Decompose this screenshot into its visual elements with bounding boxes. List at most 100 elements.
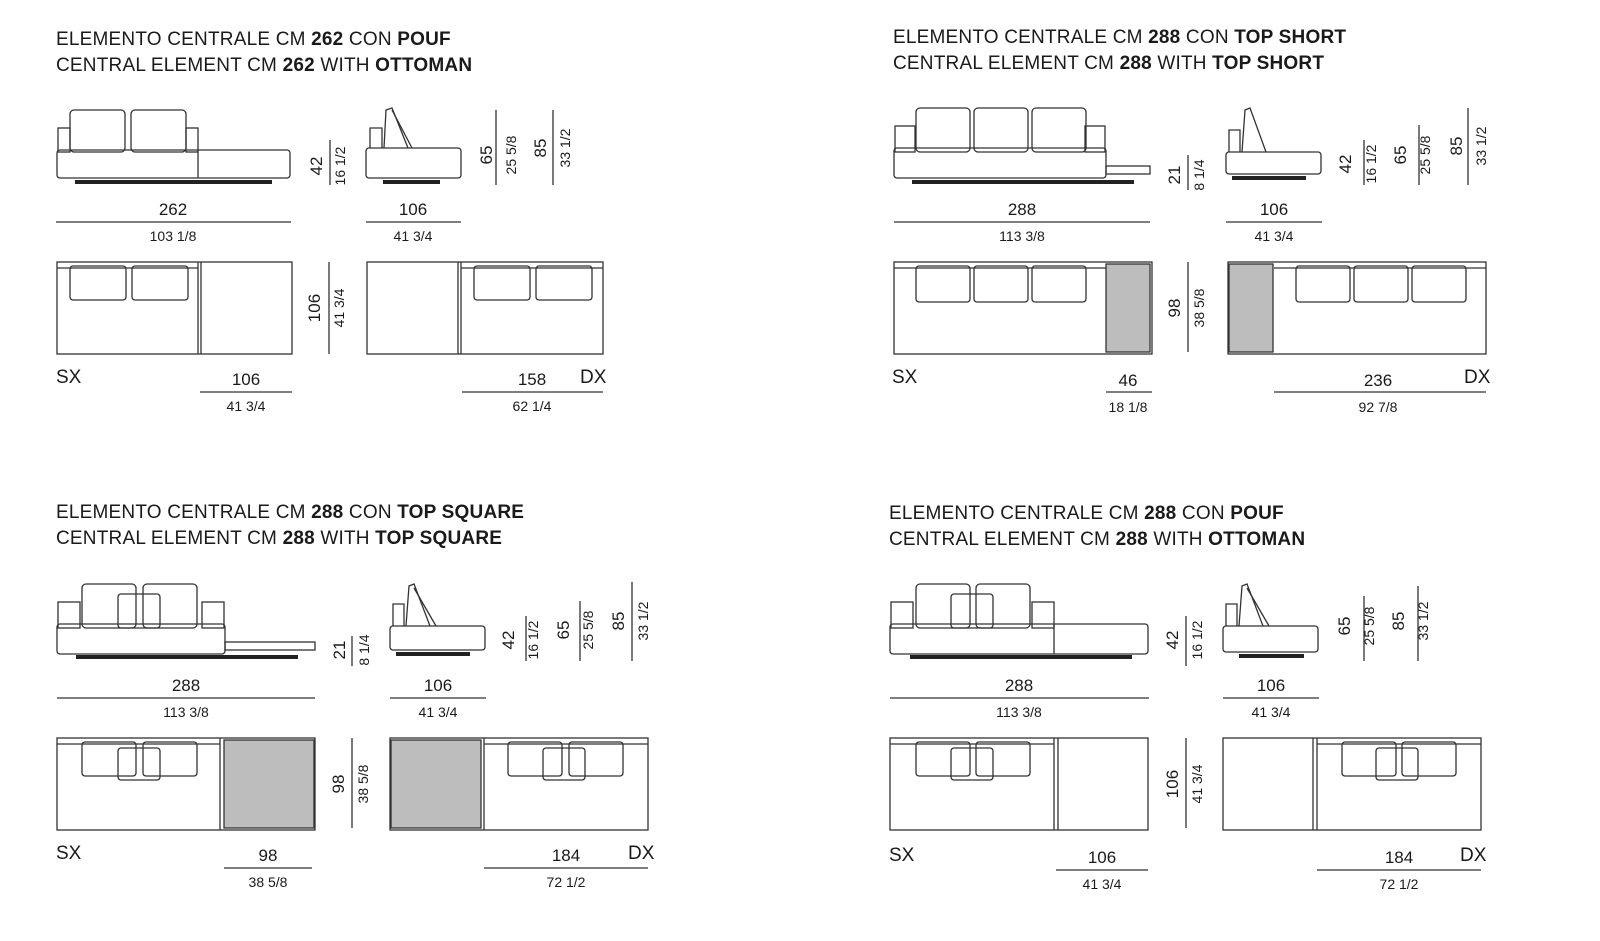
side-elevation-sofa — [1225, 107, 1322, 180]
side-height-b-in: 33 1/2 — [1415, 601, 1431, 640]
front-elevation-sofa — [893, 107, 1151, 184]
side-height-c-in: 16 1/2 — [525, 620, 541, 659]
panel-title-italian: ELEMENTO CENTRALE CM 288 CON TOP SQUARE — [56, 502, 525, 523]
front-elevation-sofa — [56, 583, 316, 659]
side-width-in: 41 3/4 — [419, 704, 458, 720]
left-version-label: SX — [56, 843, 82, 864]
plan-view-left — [56, 737, 316, 831]
left-dim-in: 18 1/8 — [1109, 399, 1148, 415]
right-version-label: DX — [1460, 845, 1487, 866]
top-width-in: 113 3/8 — [999, 228, 1045, 244]
side-height-a-in: 25 5/8 — [1417, 135, 1433, 174]
panel-title-english: CENTRAL ELEMENT CM 288 WITH TOP SHORT — [893, 53, 1325, 74]
top-height-in: 16 1/2 — [332, 146, 348, 185]
right-dim-cm: 158 — [518, 370, 546, 389]
plan-view-left — [56, 261, 293, 355]
side-height-a-cm: 65 — [1391, 146, 1410, 165]
plan-depth-in: 41 3/4 — [331, 288, 347, 327]
right-dim-cm: 184 — [552, 846, 580, 865]
top-width-cm: 262 — [159, 200, 187, 219]
panel-title-english: CENTRAL ELEMENT CM 288 WITH TOP SQUARE — [56, 528, 503, 549]
top-width-in: 113 3/8 — [163, 704, 209, 720]
top-width-cm: 288 — [172, 676, 200, 695]
panel-central-288-pouf: ELEMENTO CENTRALE CM 288 CON POUF CENTRA… — [834, 476, 1600, 926]
right-version-label: DX — [628, 843, 655, 864]
side-height-b-cm: 85 — [609, 612, 628, 631]
right-version-label: DX — [1464, 367, 1491, 388]
plan-view-right — [1222, 737, 1482, 831]
left-dim-cm: 98 — [259, 846, 278, 865]
top-height-cm: 42 — [1163, 631, 1182, 650]
panel-drawing: 262 103 1/8 106 41 3/4 42 16 1/2 65 25 5… — [56, 107, 607, 414]
plan-view-right — [1227, 261, 1487, 355]
panel-central-288-top-square: ELEMENTO CENTRALE CM 288 CON TOP SQUARE … — [0, 476, 780, 926]
right-dim-in: 72 1/2 — [547, 874, 586, 890]
panel-title-italian: ELEMENTO CENTRALE CM 288 CON POUF — [889, 503, 1284, 524]
top-height-cm: 21 — [330, 641, 349, 660]
top-height-in: 16 1/2 — [1189, 620, 1205, 659]
left-version-label: SX — [56, 367, 82, 388]
side-height-a-in: 25 5/8 — [1361, 606, 1377, 645]
left-dim-in: 38 5/8 — [249, 874, 288, 890]
plan-depth-cm: 106 — [305, 294, 324, 322]
left-dim-cm: 46 — [1119, 371, 1138, 390]
top-height-in: 8 1/4 — [1191, 159, 1207, 190]
side-height-a-in: 25 5/8 — [580, 610, 596, 649]
left-version-label: SX — [889, 845, 915, 866]
left-dim-cm: 106 — [232, 370, 260, 389]
side-height-b-cm: 85 — [1389, 612, 1408, 631]
side-width-cm: 106 — [1257, 676, 1285, 695]
panel-title-english: CENTRAL ELEMENT CM 288 WITH OTTOMAN — [889, 529, 1306, 550]
side-height-a-cm: 65 — [477, 146, 496, 165]
side-width-cm: 106 — [424, 676, 452, 695]
panel-drawing: 288 113 3/8 106 41 3/4 42 16 1/2 65 25 5… — [889, 583, 1487, 892]
front-elevation-sofa — [56, 109, 291, 184]
plan-depth-cm: 98 — [1165, 299, 1184, 318]
top-width-cm: 288 — [1008, 200, 1036, 219]
side-height-a-in: 25 5/8 — [503, 135, 519, 174]
side-height-a-cm: 65 — [1335, 617, 1354, 636]
right-dim-cm: 236 — [1364, 371, 1392, 390]
plan-view-left — [889, 737, 1149, 831]
plan-depth-in: 41 3/4 — [1189, 764, 1205, 803]
right-dim-in: 62 1/4 — [513, 398, 552, 414]
panel-drawing: 288 113 3/8 106 41 3/4 21 8 1/4 42 16 1/… — [892, 107, 1491, 415]
plan-view-left — [893, 261, 1153, 355]
side-elevation-sofa — [1222, 583, 1319, 658]
side-width-in: 41 3/4 — [1252, 704, 1291, 720]
plan-depth-in: 38 5/8 — [1191, 288, 1207, 327]
plan-depth-in: 38 5/8 — [355, 764, 371, 803]
side-height-c-in: 16 1/2 — [1363, 144, 1379, 183]
side-height-b-in: 33 1/2 — [635, 601, 651, 640]
left-version-label: SX — [892, 367, 918, 388]
plan-view-right — [389, 737, 649, 831]
side-width-cm: 106 — [399, 200, 427, 219]
side-height-c-cm: 42 — [499, 631, 518, 650]
plan-depth-cm: 98 — [329, 775, 348, 794]
side-height-b-cm: 85 — [1447, 137, 1466, 156]
side-height-c-cm: 42 — [1336, 155, 1355, 174]
panel-title-italian: ELEMENTO CENTRALE CM 288 CON TOP SHORT — [893, 27, 1347, 48]
side-width-in: 41 3/4 — [394, 228, 433, 244]
side-height-b-cm: 85 — [531, 139, 550, 158]
panel-central-288-top-short: ELEMENTO CENTRALE CM 288 CON TOP SHORT C… — [836, 0, 1600, 450]
right-dim-in: 72 1/2 — [1380, 876, 1419, 892]
side-height-a-cm: 65 — [554, 621, 573, 640]
plan-depth-cm: 106 — [1163, 770, 1182, 798]
top-height-cm: 42 — [307, 157, 326, 176]
plan-view-right — [366, 261, 604, 355]
right-version-label: DX — [580, 367, 607, 388]
top-height-in: 8 1/4 — [356, 634, 372, 665]
left-dim-cm: 106 — [1088, 848, 1116, 867]
side-height-b-in: 33 1/2 — [557, 128, 573, 167]
side-elevation-sofa — [389, 583, 486, 656]
right-dim-in: 92 7/8 — [1359, 399, 1398, 415]
panel-drawing: 288 113 3/8 106 41 3/4 21 8 1/4 42 16 1/… — [56, 582, 655, 890]
top-width-cm: 288 — [1005, 676, 1033, 695]
left-dim-in: 41 3/4 — [227, 398, 266, 414]
top-height-cm: 21 — [1165, 166, 1184, 185]
right-dim-cm: 184 — [1385, 848, 1413, 867]
top-width-in: 103 1/8 — [150, 228, 197, 244]
top-width-in: 113 3/8 — [996, 704, 1042, 720]
left-dim-in: 41 3/4 — [1083, 876, 1122, 892]
